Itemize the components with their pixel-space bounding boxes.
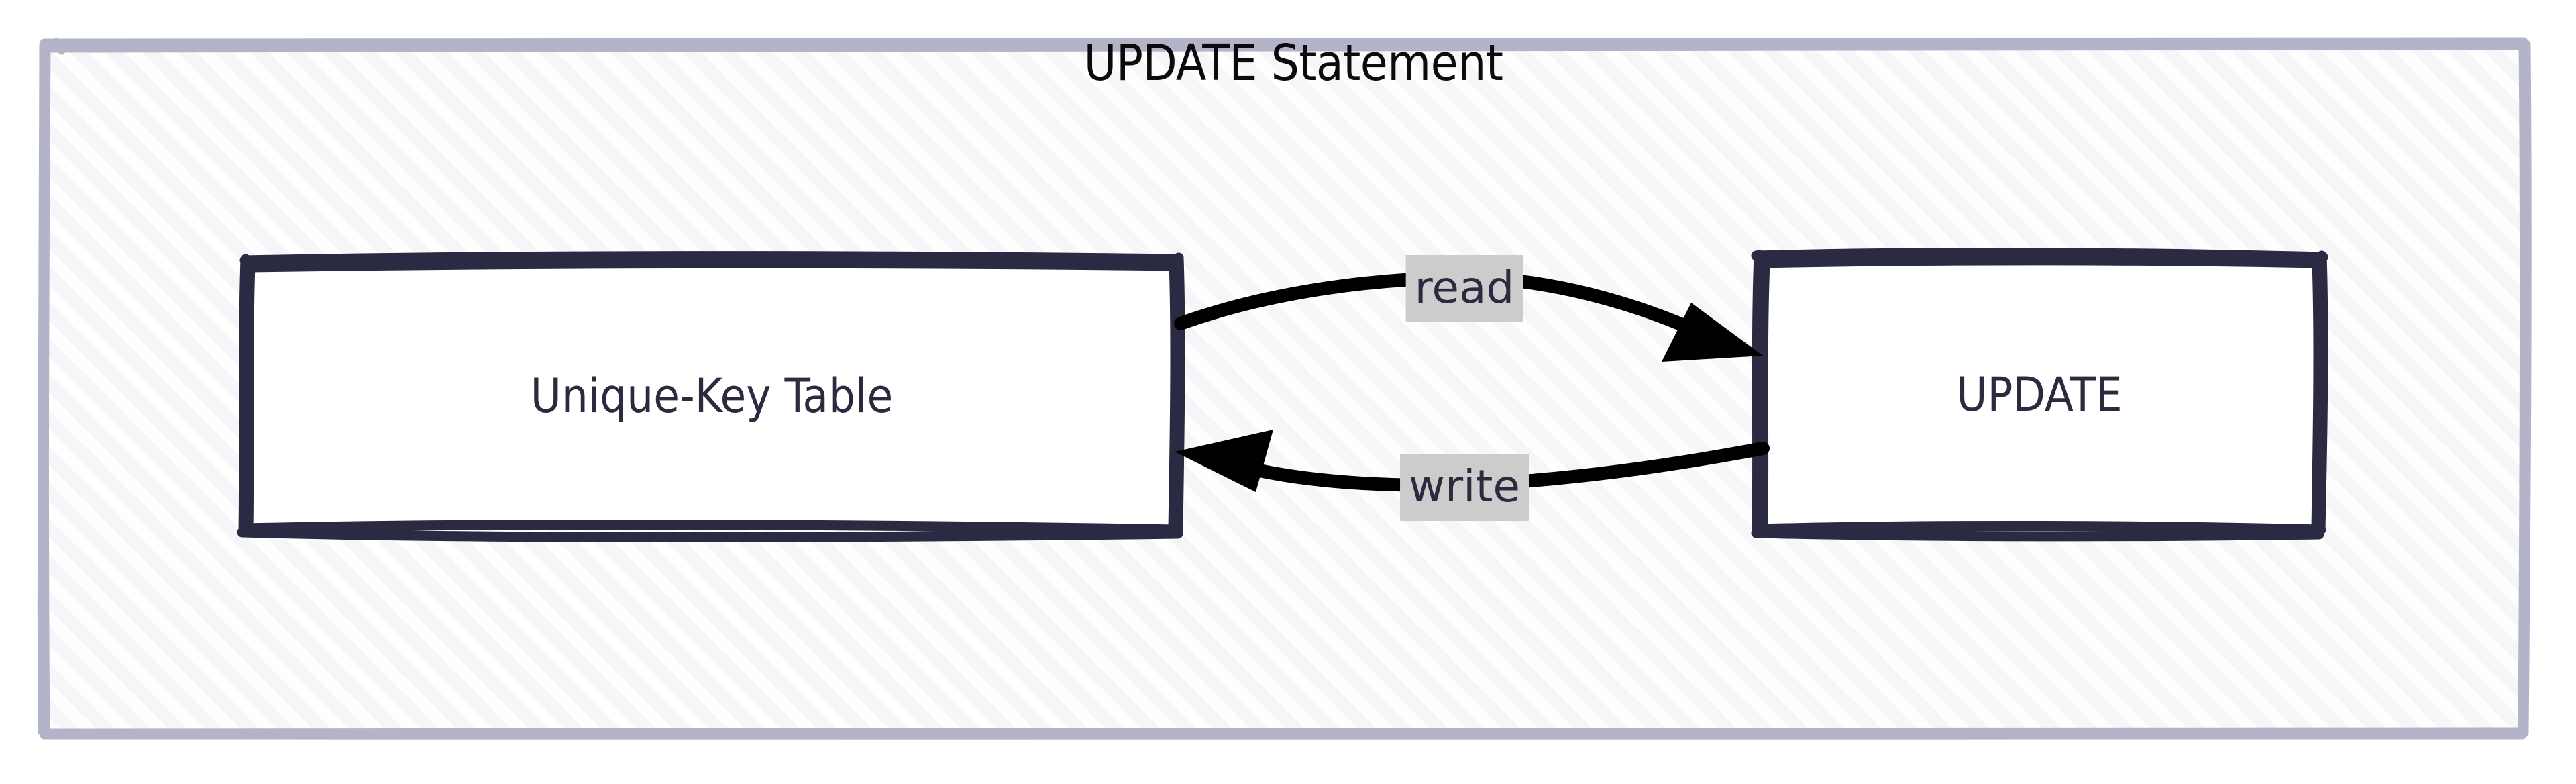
arrowhead-read	[1662, 303, 1763, 362]
node-source-shape[interactable]	[237, 251, 1185, 542]
edge-label-write[interactable]: write	[1400, 454, 1529, 521]
node-target-shape[interactable]	[1751, 248, 2328, 542]
node-label-update[interactable]: UPDATE	[1956, 367, 2123, 422]
edge-label-read[interactable]: read	[1405, 255, 1523, 322]
subgraph-title: UPDATE Statement	[1083, 34, 1503, 92]
node-label-unique-key-table[interactable]: Unique-Key Table	[530, 369, 894, 424]
subgraph-border	[37, 37, 2532, 740]
arrowhead-write	[1175, 430, 1273, 492]
